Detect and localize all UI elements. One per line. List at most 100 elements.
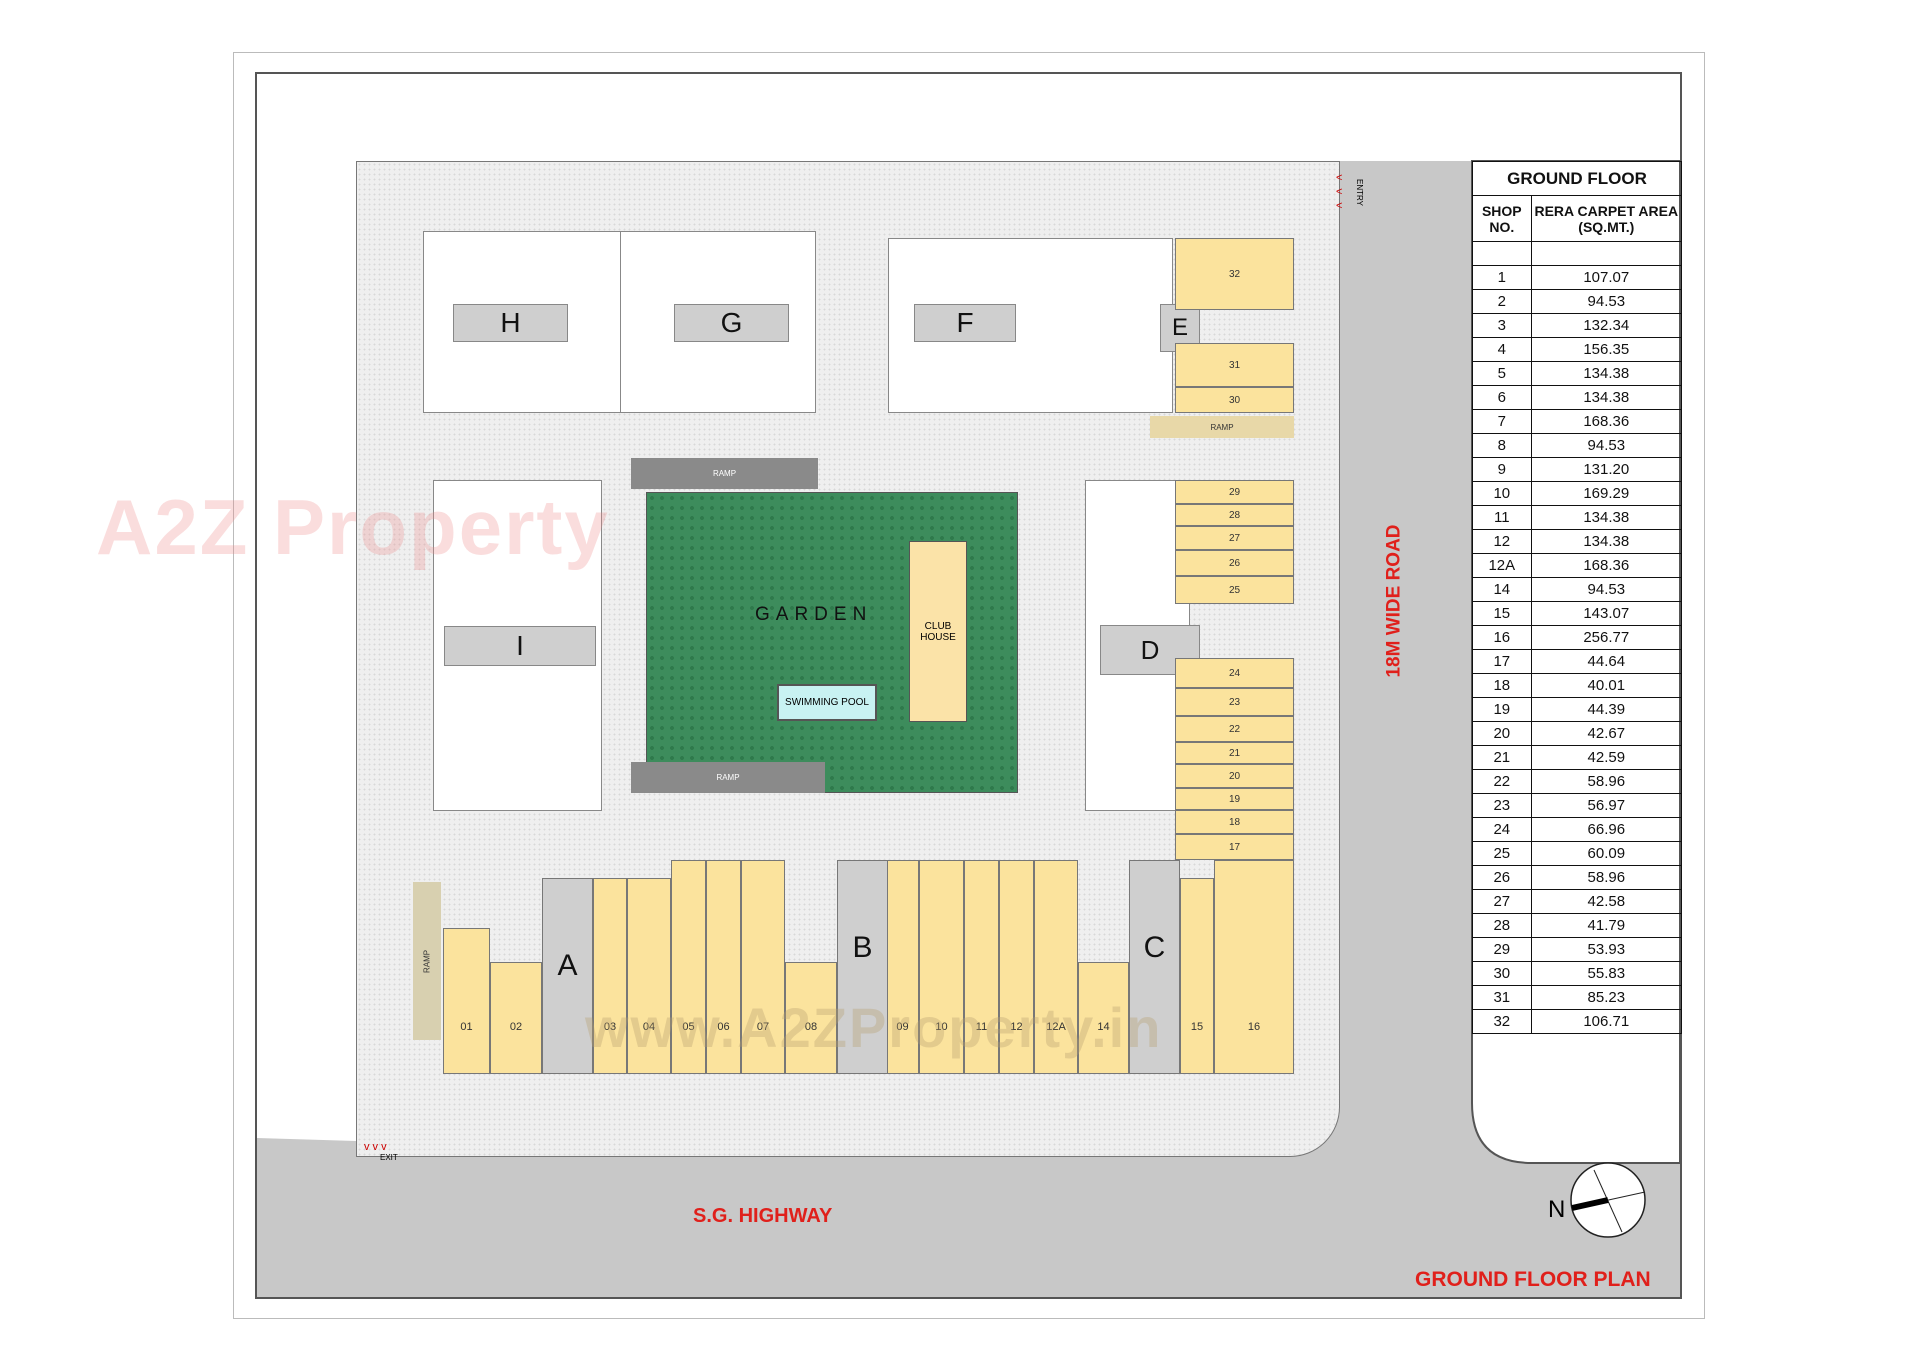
shop-no-cell: 24	[1472, 817, 1532, 842]
shop-label: 23	[1228, 696, 1241, 708]
watermark-url-text: www.A2ZProperty.in	[585, 996, 1163, 1059]
shop-no-cell: 7	[1472, 409, 1532, 434]
right-shop: 25	[1175, 576, 1294, 604]
area-cell: 44.39	[1530, 697, 1683, 722]
area-cell: 106.71	[1530, 1009, 1683, 1034]
block-label-d: D	[1140, 634, 1160, 665]
compass-label: N	[1548, 1196, 1566, 1223]
right-shop: 23	[1175, 688, 1294, 716]
shop-no-cell: 2	[1472, 289, 1532, 314]
shop-label: 15	[1190, 1021, 1204, 1033]
shop-no-cell: 8	[1472, 433, 1532, 458]
north-compass-icon	[1570, 1162, 1646, 1238]
area-cell: 42.67	[1530, 721, 1683, 746]
shop-no-cell: 12	[1472, 529, 1532, 554]
area-cell: 134.38	[1530, 385, 1683, 410]
sheet-border	[233, 52, 1705, 1319]
area-cell: 56.97	[1530, 793, 1683, 818]
bottom-shop: 08	[785, 962, 837, 1074]
road-label-right: 18M WIDE ROAD	[1383, 524, 1405, 678]
block-label-e: E	[1171, 314, 1188, 341]
block-label-i: I	[516, 630, 524, 661]
shop-label: 18	[1228, 816, 1241, 828]
stair-lift-core-a: A	[542, 878, 593, 1074]
shop-no-cell: 3	[1472, 313, 1532, 338]
ramp-label: RAMP	[712, 469, 737, 478]
shop-no-cell: 26	[1472, 865, 1532, 890]
top-strip	[257, 74, 1680, 161]
shop-no-cell: 5	[1472, 361, 1532, 386]
shop-no-cell: 10	[1472, 481, 1532, 506]
shop-no-cell: 20	[1472, 721, 1532, 746]
shop-no-cell: 6	[1472, 385, 1532, 410]
right-shop: 29	[1175, 480, 1294, 504]
area-cell: 256.77	[1530, 625, 1683, 650]
area-cell: 60.09	[1530, 841, 1683, 866]
right-shop: 24	[1175, 658, 1294, 688]
ramp-label: RAMP	[1210, 422, 1234, 432]
shop-label: 29	[1228, 486, 1241, 498]
area-cell: 94.53	[1530, 289, 1683, 314]
bottom-shop: 05	[671, 860, 706, 1074]
shop-label: 17	[1228, 841, 1241, 853]
shop-no-cell: 22	[1472, 769, 1532, 794]
shop-label: 06	[717, 1021, 730, 1033]
bottom-shop: 01	[443, 928, 490, 1074]
shop-area-table: GROUND FLOOR SHOP NO.RERA CARPET AREA (S…	[1472, 161, 1683, 1034]
right-shop: 19	[1175, 788, 1294, 810]
shop-label: 01	[460, 1021, 473, 1033]
shop-label: 27	[1228, 532, 1241, 544]
shop-label: 02	[509, 1021, 523, 1033]
ramp-left: RAMP	[413, 882, 441, 1040]
swimming-pool: SWIMMING POOL	[777, 684, 877, 721]
right-shop: 17	[1175, 834, 1294, 860]
empty-cell	[1472, 241, 1532, 266]
right-shop: 26	[1175, 550, 1294, 576]
ramp-bottom: RAMP	[631, 762, 825, 793]
bottom-shop: 14	[1078, 962, 1129, 1074]
shop-label: 10	[935, 1021, 948, 1033]
area-cell: 168.36	[1530, 409, 1683, 434]
road-label-bottom: S.G. HIGHWAY	[693, 1205, 833, 1227]
bottom-shop: 11	[964, 860, 999, 1074]
shop-no-cell: 31	[1472, 985, 1532, 1010]
shop-no-cell: 30	[1472, 961, 1532, 986]
block-label-h: H	[500, 307, 521, 338]
ramp-right: RAMP	[1150, 416, 1294, 438]
area-cell: 156.35	[1530, 337, 1683, 362]
right-shop: 27	[1175, 526, 1294, 550]
area-cell: 143.07	[1530, 601, 1683, 626]
right-shop: 21	[1175, 742, 1294, 764]
left-strip	[257, 161, 356, 1141]
shop-label: 30	[1228, 394, 1241, 406]
plan-title: GROUND FLOOR PLAN	[1415, 1268, 1651, 1291]
area-cell: 42.58	[1530, 889, 1683, 914]
right-shop: 28	[1175, 504, 1294, 526]
block-h-core: H	[453, 304, 568, 342]
shop-no-cell: 29	[1472, 937, 1532, 962]
shop-label: 19	[1228, 793, 1241, 805]
shop-no-cell: 11	[1472, 505, 1532, 530]
area-cell: 134.38	[1530, 361, 1683, 386]
area-cell: 134.38	[1530, 505, 1683, 530]
shop-no-cell: 15	[1472, 601, 1532, 626]
bottom-shop: 02	[490, 962, 542, 1074]
shop-label: 21	[1228, 747, 1241, 759]
area-cell: 85.23	[1530, 985, 1683, 1010]
block-label-f: F	[956, 307, 974, 338]
area-cell: 41.79	[1530, 913, 1683, 938]
shop-label: 05	[682, 1021, 695, 1033]
shop-no-cell: 19	[1472, 697, 1532, 722]
area-cell: 42.59	[1530, 745, 1683, 770]
entry-arrows-icon: <<<	[1336, 172, 1343, 212]
area-cell: 40.01	[1530, 673, 1683, 698]
